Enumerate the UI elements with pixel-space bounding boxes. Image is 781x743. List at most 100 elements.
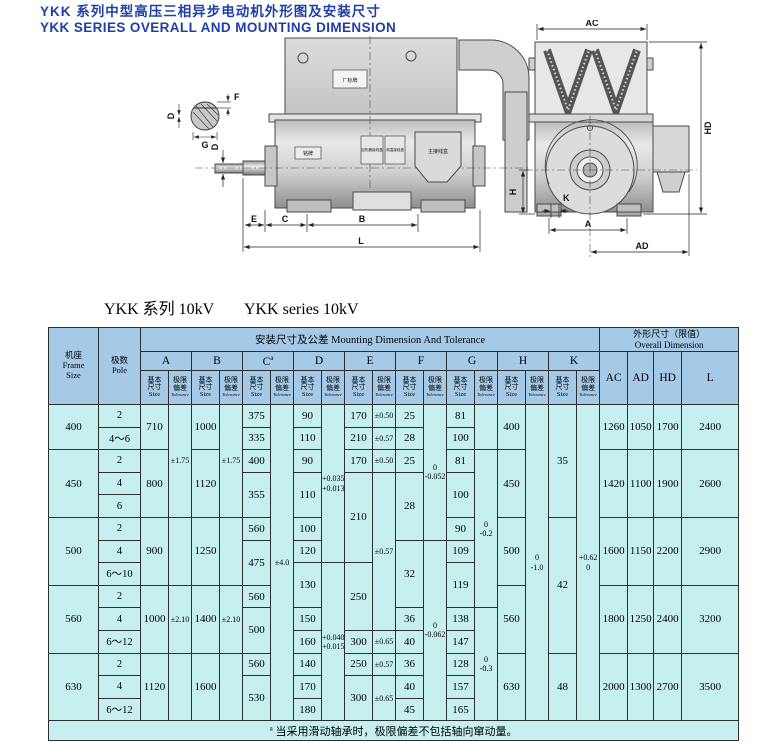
end-view xyxy=(525,41,697,260)
header-dim-C-sup: a xyxy=(270,354,274,363)
cell-A: 900 xyxy=(140,516,169,586)
header-dim-G: G xyxy=(446,351,498,371)
dim-label-K: K xyxy=(563,193,570,203)
cell-F: 40 xyxy=(395,629,424,654)
header-col-HD: HD xyxy=(653,351,683,405)
cell-B-tol xyxy=(219,516,243,586)
header-col-L: L xyxy=(681,351,740,405)
dim-label-C: C xyxy=(282,214,289,224)
cell-D: 180 xyxy=(293,697,322,722)
cell-F: 45 xyxy=(395,697,424,722)
cell-E: 210 xyxy=(344,426,373,451)
header-dim-C: Ca xyxy=(242,351,294,371)
cell-G: 119 xyxy=(446,562,475,609)
cell-frame: 560 xyxy=(48,584,99,654)
bottom-box xyxy=(352,191,412,211)
section-title: YKK 系列 10kV YKK series 10kV xyxy=(104,295,359,319)
dimension-table: 机座 Frame Size 极数 Pole 安装尺寸及公差 Mounting D… xyxy=(47,327,740,742)
side-view-dimensions xyxy=(220,150,481,252)
cell-F: 36 xyxy=(395,607,424,631)
cell-K-tol: +0.62 0 xyxy=(575,403,601,722)
label-top-nameplate: 厂标牌 xyxy=(342,77,357,84)
cell-H: 630 xyxy=(497,652,526,722)
cell-D: 160 xyxy=(293,629,322,654)
dim-label-A: A xyxy=(585,219,592,229)
cell-HD: 1700 xyxy=(653,403,683,451)
cell-L: 3200 xyxy=(681,584,740,654)
cell-C: 375 xyxy=(242,404,271,428)
cell-C: 500 xyxy=(242,607,271,654)
cell-HD: 1900 xyxy=(653,449,683,518)
cell-F: 32 xyxy=(395,539,424,609)
cell-G: 90 xyxy=(446,516,475,541)
cell-C: 475 xyxy=(242,539,271,586)
banner-title-zh: YKK 系列中型高压三相异步电动机外形图及安装尺寸 xyxy=(40,4,381,19)
dim-label-HD: HD xyxy=(703,121,713,134)
cell-D-tol: +0.035 +0.013 xyxy=(321,403,345,564)
end-terminal-box xyxy=(652,125,690,173)
cell-G: 81 xyxy=(446,449,475,473)
cell-E-tol: ±0.57 xyxy=(372,652,396,677)
cell-E: 300 xyxy=(344,629,373,654)
cell-F: 40 xyxy=(395,675,424,699)
cell-HD: 2200 xyxy=(653,516,683,586)
header-dim-F: F xyxy=(395,351,447,371)
dim-label-L: L xyxy=(358,236,364,246)
cell-pole: 2 xyxy=(98,652,141,677)
cell-B: 1400 xyxy=(191,584,220,654)
cell-E: 250 xyxy=(344,652,373,677)
foot-right xyxy=(420,199,466,213)
cell-E-tol: ±0.65 xyxy=(372,629,396,654)
bearing-left xyxy=(264,145,278,187)
cell-G: 128 xyxy=(446,652,475,677)
cell-D: 90 xyxy=(293,449,322,473)
cell-F: 28 xyxy=(395,471,424,541)
foot-left xyxy=(286,199,332,213)
main-terminal-box xyxy=(414,131,462,183)
cell-AC: 1420 xyxy=(599,449,629,518)
cell-D: 170 xyxy=(293,675,322,699)
label-main-box: 主接线盒 xyxy=(428,148,448,155)
cell-F: 25 xyxy=(395,404,424,428)
cell-pole: 4 xyxy=(98,675,141,699)
cell-K: 42 xyxy=(548,516,577,654)
cell-frame: 500 xyxy=(48,516,99,586)
header-dim-K: K xyxy=(547,351,601,371)
cell-G: 138 xyxy=(446,607,475,631)
header-mounting: 安装尺寸及公差 Mounting Dimension And Tolerance xyxy=(139,327,601,352)
cell-L: 2600 xyxy=(681,449,740,518)
dim-label-B: B xyxy=(359,214,366,224)
cell-E: 250 xyxy=(344,562,373,631)
cell-F: 28 xyxy=(395,426,424,451)
table-row: 6 xyxy=(49,494,739,518)
cell-C: 530 xyxy=(242,675,271,722)
cell-G: 165 xyxy=(446,697,475,722)
temp-terminal-box xyxy=(384,135,406,165)
table-footnote: a 当采用滑动轴承时，极限偏差不包括轴向窜动量。 xyxy=(47,720,740,742)
cell-frame: 630 xyxy=(48,652,99,722)
cell-AD: 1250 xyxy=(627,584,655,654)
header-col-AC: AC xyxy=(599,351,629,405)
cell-AC: 1800 xyxy=(599,584,629,654)
cell-E: 300 xyxy=(344,675,373,722)
cell-A-tol xyxy=(168,652,192,722)
header-dim-B: B xyxy=(191,351,243,371)
cell-D: 90 xyxy=(293,404,322,428)
cell-G-tol xyxy=(474,403,498,451)
cell-pole: 2 xyxy=(98,516,141,541)
